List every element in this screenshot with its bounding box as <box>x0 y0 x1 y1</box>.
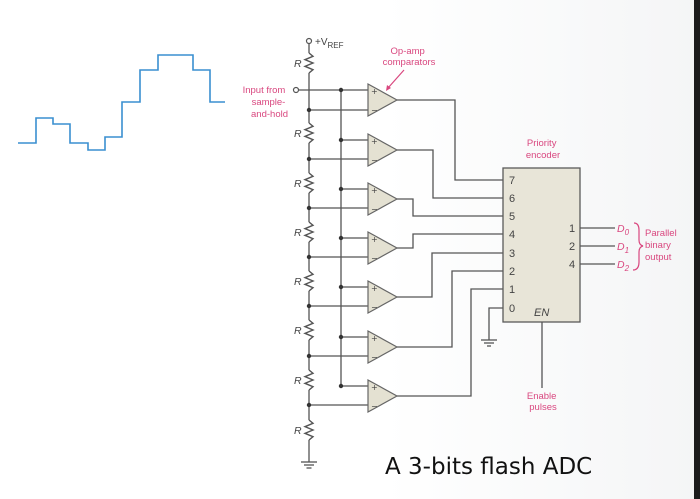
encoder-output-pin-2: 2 <box>569 241 575 253</box>
encoder-pins: 7 6 5 4 3 2 1 0 <box>509 175 515 315</box>
minus-input-label: − <box>371 402 378 411</box>
junction-dot <box>338 383 344 389</box>
encoder-input-pin-4: 4 <box>509 229 515 241</box>
plus-input-label: + <box>371 284 378 293</box>
resistor-label: R <box>294 425 302 437</box>
plus-input-label: + <box>371 383 378 392</box>
junction-dot <box>338 186 344 192</box>
encoder-input-pin-7: 7 <box>509 175 515 187</box>
junction-dot <box>306 254 312 260</box>
ground-icon <box>481 339 497 347</box>
resistor-label: R <box>294 58 302 70</box>
junction-dot <box>306 107 312 113</box>
resistor-icon <box>303 419 315 441</box>
resistor-ladder: R R R R R R R R <box>294 44 368 469</box>
comparator-opamp <box>367 82 399 118</box>
minus-input-label: − <box>371 106 378 115</box>
encoder-input-pin-2: 2 <box>509 266 515 278</box>
resistor-icon <box>303 319 315 341</box>
resistor-label: R <box>294 325 302 337</box>
encoder-input-pin-3: 3 <box>509 248 515 260</box>
resistor-label: R <box>294 178 302 190</box>
comparators: + − + − + − + − + − + − + − <box>338 82 399 414</box>
minus-input-label: − <box>371 205 378 214</box>
junction-dot <box>338 235 344 241</box>
encoder-input-pin-0: 0 <box>509 303 515 315</box>
staircase-waveform <box>18 54 225 151</box>
encoder-outputs: 1 D0 2 D1 4 D2 <box>569 223 630 273</box>
minus-input-label: − <box>371 254 378 263</box>
comparator-opamp <box>367 230 399 266</box>
encoder-output-pin-1: 1 <box>569 223 575 235</box>
encoder-input-pin-6: 6 <box>509 193 515 205</box>
encoder-input-pin-1: 1 <box>509 284 515 296</box>
vref-terminal <box>305 37 313 45</box>
input-label: Input from sample- and-hold <box>243 85 288 120</box>
comparator-opamp <box>367 378 399 414</box>
resistor-icon <box>303 369 315 391</box>
diagram-title: A 3-bits flash ADC <box>385 454 592 480</box>
comparators-arrow <box>387 69 405 89</box>
comparator-opamp <box>367 181 399 217</box>
arrow-head-icon <box>386 85 391 91</box>
resistor-icon <box>303 122 315 144</box>
window-edge-band <box>694 0 700 499</box>
minus-input-label: − <box>371 303 378 312</box>
resistor-label: R <box>294 276 302 288</box>
resistor-label: R <box>294 375 302 387</box>
junction-dot <box>338 284 344 290</box>
junction-dot <box>338 87 344 93</box>
comparator-output-wires <box>397 99 503 397</box>
resistor-icon <box>303 270 315 292</box>
junction-dot <box>306 353 312 359</box>
plus-input-label: + <box>371 334 378 343</box>
encoder-input-pin-5: 5 <box>509 211 515 223</box>
resistor-label: R <box>294 128 302 140</box>
encoder-output-pin-4: 4 <box>569 259 575 271</box>
comparator-opamp <box>367 329 399 365</box>
input-terminal <box>292 86 300 94</box>
plus-input-label: + <box>371 87 378 96</box>
minus-input-label: − <box>371 353 378 362</box>
minus-input-label: − <box>371 156 378 165</box>
resistor-icon <box>303 221 315 243</box>
enable-label: Enable pulses <box>527 391 559 413</box>
plus-input-label: + <box>371 137 378 146</box>
vref-label: +VREF <box>315 37 344 50</box>
encoder-label: Priority encoder <box>526 138 560 161</box>
resistor-icon <box>303 52 315 74</box>
output-d0-label: D0 <box>617 223 630 237</box>
plus-input-label: + <box>371 235 378 244</box>
comparator-opamp <box>367 279 399 315</box>
output-label: Parallel binary output <box>645 228 679 263</box>
junction-dot <box>306 156 312 162</box>
junction-dot <box>306 205 312 211</box>
comparators-label: Op-amp comparators <box>383 46 436 68</box>
resistor-icon <box>303 172 315 194</box>
junction-dot <box>306 402 312 408</box>
enable-pin-label: EN <box>534 307 549 319</box>
output-d2-label: D2 <box>617 259 630 273</box>
resistor-label: R <box>294 227 302 239</box>
output-brace-icon <box>632 222 644 271</box>
junction-dot <box>338 334 344 340</box>
junction-dot <box>306 303 312 309</box>
comparator-opamp <box>367 132 399 168</box>
junction-dot <box>338 137 344 143</box>
output-d1-label: D1 <box>617 241 629 255</box>
priority-encoder <box>502 167 581 323</box>
plus-input-label: + <box>371 186 378 195</box>
